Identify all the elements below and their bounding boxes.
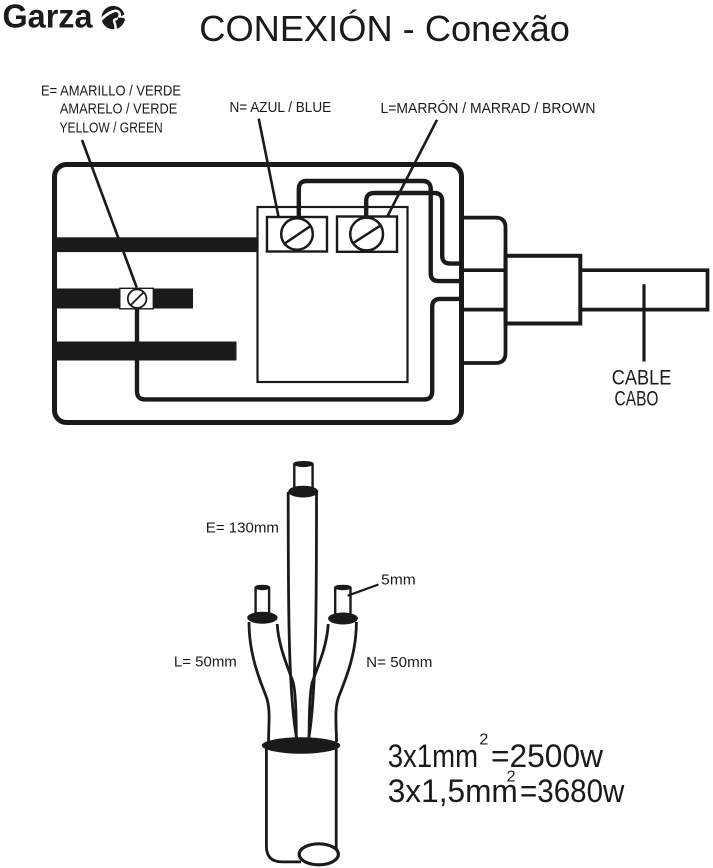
svg-text:2: 2	[507, 769, 516, 786]
svg-text:L=MARRÓN / MARRAD / BROWN: L=MARRÓN / MARRAD / BROWN	[381, 100, 596, 117]
svg-text:YELLOW / GREEN: YELLOW / GREEN	[60, 120, 163, 136]
svg-text:Garza: Garza	[3, 0, 94, 35]
svg-text:AMARELO / VERDE: AMARELO / VERDE	[60, 102, 177, 118]
svg-text:3x1,5mm: 3x1,5mm	[388, 773, 518, 809]
svg-text:E= AMARILLO / VERDE: E= AMARILLO / VERDE	[41, 83, 181, 99]
svg-text:3x1mm: 3x1mm	[388, 738, 478, 774]
svg-text:5mm: 5mm	[381, 573, 416, 589]
svg-text:=3680w: =3680w	[520, 773, 625, 809]
svg-text:L= 50mm: L= 50mm	[174, 655, 237, 671]
svg-text:E= 130mm: E= 130mm	[206, 521, 279, 537]
svg-text:N= 50mm: N= 50mm	[366, 655, 432, 671]
svg-text:CABLE: CABLE	[612, 367, 672, 390]
svg-text:CABO: CABO	[615, 388, 659, 411]
svg-text:N= AZUL / BLUE: N= AZUL / BLUE	[230, 100, 332, 116]
svg-text:CONEXIÓN - Conexão: CONEXIÓN - Conexão	[199, 8, 570, 49]
svg-text:=2500w: =2500w	[491, 738, 604, 774]
svg-text:2: 2	[479, 732, 488, 749]
